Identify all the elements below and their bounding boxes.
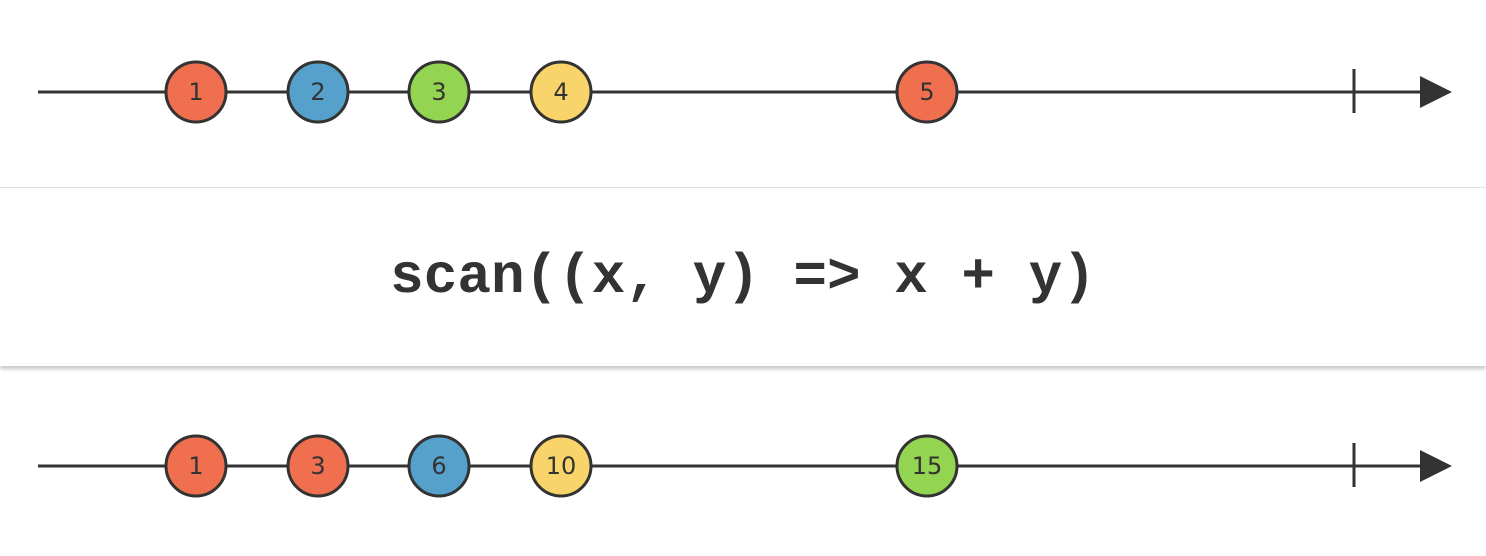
output-marble-3-label: 6 — [431, 452, 446, 480]
output-marble-3-circle — [407, 434, 471, 498]
output-marble-5-label: 15 — [912, 452, 943, 480]
input-marble-3-label: 3 — [431, 78, 446, 106]
input-marble-5-label: 5 — [919, 78, 934, 106]
output-marble-4: 10 — [529, 434, 593, 498]
output-marble-4-circle — [529, 434, 593, 498]
input-marble-4-label: 4 — [553, 78, 568, 106]
output-marble-2-circle — [286, 434, 350, 498]
output-marble-1-circle — [164, 434, 228, 498]
operator-label: scan((x, y) => x + y) — [390, 245, 1096, 309]
output-marble-1: 1 — [164, 434, 228, 498]
input-marble-5: 5 — [895, 60, 959, 124]
input-timeline: 1 2 3 4 5 — [0, 32, 1486, 152]
input-marble-1-label: 1 — [188, 78, 203, 106]
operator-box: scan((x, y) => x + y) — [0, 187, 1486, 366]
input-marble-4-circle — [529, 60, 593, 124]
output-marble-3: 6 — [407, 434, 471, 498]
input-marble-5-circle — [895, 60, 959, 124]
input-marble-2-label: 2 — [310, 78, 325, 106]
input-marble-3: 3 — [407, 60, 471, 124]
output-marble-2: 3 — [286, 434, 350, 498]
output-timeline-svg: 1 3 6 10 15 — [38, 434, 1452, 498]
input-marble-3-circle — [407, 60, 471, 124]
input-timeline-arrowhead — [1420, 76, 1452, 108]
output-marble-5: 15 — [895, 434, 959, 498]
output-marble-4-label: 10 — [546, 452, 577, 480]
output-marble-1-label: 1 — [188, 452, 203, 480]
input-timeline-svg: 1 2 3 4 5 — [38, 60, 1452, 124]
input-marble-2-circle — [286, 60, 350, 124]
input-marble-2: 2 — [286, 60, 350, 124]
output-timeline-arrowhead — [1420, 450, 1452, 482]
output-marble-2-label: 3 — [310, 452, 325, 480]
output-timeline: 1 3 6 10 15 — [0, 406, 1486, 526]
output-marble-5-circle — [895, 434, 959, 498]
input-marble-1-circle — [164, 60, 228, 124]
input-marble-4: 4 — [529, 60, 593, 124]
input-marble-1: 1 — [164, 60, 228, 124]
